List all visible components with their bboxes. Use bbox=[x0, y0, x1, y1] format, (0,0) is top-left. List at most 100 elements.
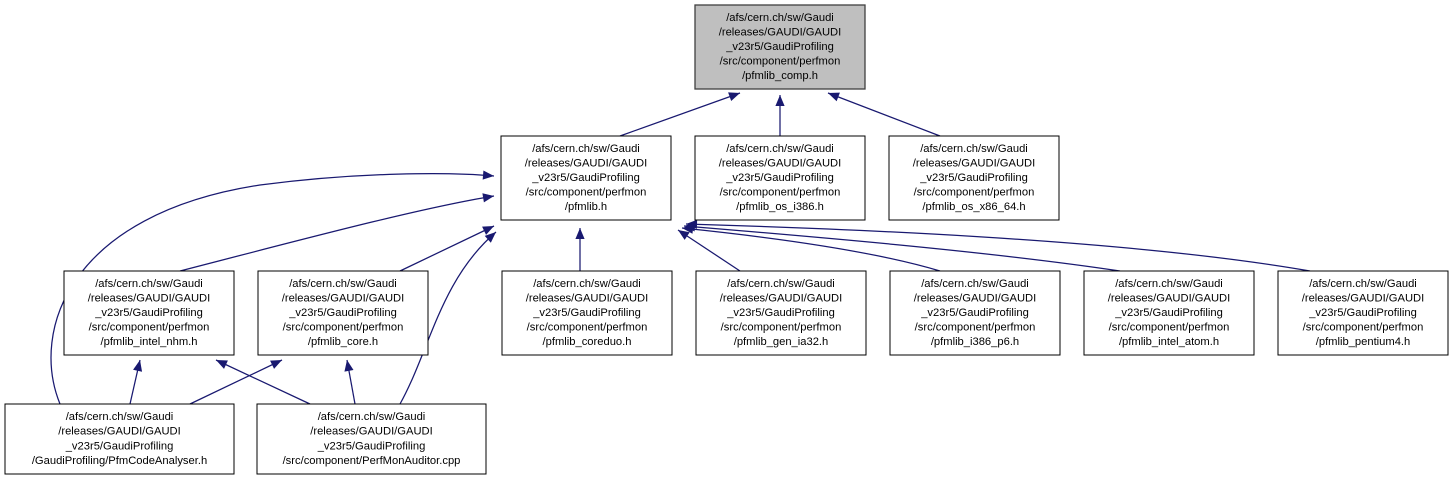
node-label-line: /releases/GAUDI/GAUDI bbox=[88, 292, 210, 304]
node-box[interactable] bbox=[694, 4, 866, 90]
node-label-line: /src/component/perfmon bbox=[526, 187, 647, 199]
edge-arrowhead bbox=[216, 360, 228, 369]
dependency-edge bbox=[575, 228, 585, 271]
node-label-line: /afs/cern.ch/sw/Gaudi bbox=[289, 278, 397, 290]
node-label-line: /releases/GAUDI/GAUDI bbox=[282, 292, 404, 304]
node-label-line: /src/component/perfmon bbox=[89, 322, 210, 334]
node-label-line: /releases/GAUDI/GAUDI bbox=[1302, 292, 1424, 304]
node-label-line: _v23r5/GaudiProfiling bbox=[725, 41, 834, 53]
edge-line bbox=[399, 231, 497, 405]
edge-line bbox=[215, 359, 311, 405]
edge-line bbox=[399, 225, 495, 272]
node-label-line: /afs/cern.ch/sw/Gaudi bbox=[66, 411, 174, 423]
graph-node-pfmlib_intel_nhm[interactable]: /afs/cern.ch/sw/Gaudi/releases/GAUDI/GAU… bbox=[63, 270, 235, 356]
node-box[interactable] bbox=[888, 135, 1060, 221]
node-label-line: /pfmlib_os_i386.h bbox=[736, 201, 824, 213]
node-label-line: /pfmlib_core.h bbox=[308, 336, 378, 348]
edge-arrowhead bbox=[678, 230, 690, 240]
graph-node-pfmlib_intel_atom[interactable]: /afs/cern.ch/sw/Gaudi/releases/GAUDI/GAU… bbox=[1083, 270, 1255, 356]
dependency-edge bbox=[179, 193, 495, 272]
edge-line bbox=[619, 92, 741, 137]
node-label-line: /src/component/perfmon bbox=[1303, 322, 1424, 334]
node-label-line: _v23r5/GaudiProfiling bbox=[531, 172, 640, 184]
node-box[interactable] bbox=[695, 270, 867, 356]
node-label-line: /releases/GAUDI/GAUDI bbox=[719, 157, 841, 169]
graph-node-PfmCodeAnalyser[interactable]: /afs/cern.ch/sw/Gaudi/releases/GAUDI/GAU… bbox=[4, 403, 235, 475]
node-label-line: /pfmlib_os_x86_64.h bbox=[922, 201, 1025, 213]
node-label-line: /src/component/PerfMonAuditor.cpp bbox=[283, 455, 461, 467]
node-label-line: /pfmlib_i386_p6.h bbox=[931, 336, 1019, 348]
edge-line bbox=[681, 227, 941, 272]
edge-arrowhead bbox=[484, 232, 496, 243]
graph-node-pfmlib_gen_ia32[interactable]: /afs/cern.ch/sw/Gaudi/releases/GAUDI/GAU… bbox=[695, 270, 867, 356]
node-label-line: _v23r5/GaudiProfiling bbox=[1308, 307, 1417, 319]
dependency-edge bbox=[399, 225, 495, 272]
edge-arrowhead bbox=[828, 92, 840, 102]
node-box[interactable] bbox=[889, 270, 1061, 356]
node-box[interactable] bbox=[257, 270, 429, 356]
node-label-line: /GaudiProfiling/PfmCodeAnalyser.h bbox=[32, 455, 207, 467]
edge-line bbox=[179, 195, 495, 272]
node-label-line: _v23r5/GaudiProfiling bbox=[532, 307, 641, 319]
dependency-edge bbox=[399, 231, 497, 405]
node-label-line: /releases/GAUDI/GAUDI bbox=[720, 292, 842, 304]
dependency-edge bbox=[685, 219, 1311, 272]
edge-arrowhead bbox=[686, 219, 698, 229]
edge-arrowhead bbox=[133, 360, 143, 372]
node-label-line: /afs/cern.ch/sw/Gaudi bbox=[1309, 278, 1417, 290]
node-box[interactable] bbox=[500, 135, 672, 221]
edge-line bbox=[677, 229, 741, 272]
node-label-line: /pfmlib_coreduo.h bbox=[543, 336, 632, 348]
graph-node-pfmlib[interactable]: /afs/cern.ch/sw/Gaudi/releases/GAUDI/GAU… bbox=[500, 135, 672, 221]
node-label-line: /afs/cern.ch/sw/Gaudi bbox=[921, 278, 1029, 290]
edge-line bbox=[683, 225, 1121, 272]
edge-layer bbox=[50, 92, 1311, 405]
graph-node-pfmlib_core[interactable]: /afs/cern.ch/sw/Gaudi/releases/GAUDI/GAU… bbox=[257, 270, 429, 356]
node-box[interactable] bbox=[1083, 270, 1255, 356]
graph-node-pfmlib_os_i386[interactable]: /afs/cern.ch/sw/Gaudi/releases/GAUDI/GAU… bbox=[694, 135, 866, 221]
node-label-line: /pfmlib_comp.h bbox=[742, 70, 818, 82]
node-label-line: _v23r5/GaudiProfiling bbox=[288, 307, 397, 319]
node-label-line: /releases/GAUDI/GAUDI bbox=[914, 292, 1036, 304]
node-label-line: /releases/GAUDI/GAUDI bbox=[913, 157, 1035, 169]
graph-node-PerfMonAuditor[interactable]: /afs/cern.ch/sw/Gaudi/releases/GAUDI/GAU… bbox=[256, 403, 487, 475]
node-label-line: _v23r5/GaudiProfiling bbox=[919, 172, 1028, 184]
node-layer: /afs/cern.ch/sw/Gaudi/releases/GAUDI/GAU… bbox=[4, 4, 1449, 475]
node-label-line: /src/component/perfmon bbox=[283, 322, 404, 334]
node-label-line: /pfmlib.h bbox=[565, 201, 607, 213]
edge-arrowhead bbox=[270, 360, 282, 369]
graph-node-pfmlib_coreduo[interactable]: /afs/cern.ch/sw/Gaudi/releases/GAUDI/GAU… bbox=[501, 270, 673, 356]
node-label-line: /releases/GAUDI/GAUDI bbox=[58, 426, 180, 438]
dependency-edge bbox=[677, 229, 741, 272]
dependency-edge bbox=[129, 359, 143, 405]
node-label-line: /pfmlib_gen_ia32.h bbox=[734, 336, 829, 348]
node-box[interactable] bbox=[63, 270, 235, 356]
node-label-line: /src/component/perfmon bbox=[721, 322, 842, 334]
node-box[interactable] bbox=[1277, 270, 1449, 356]
node-label-line: _v23r5/GaudiProfiling bbox=[1114, 307, 1223, 319]
graph-node-pfmlib_comp[interactable]: /afs/cern.ch/sw/Gaudi/releases/GAUDI/GAU… bbox=[694, 4, 866, 90]
edge-arrowhead bbox=[482, 193, 494, 203]
graph-node-pfmlib_i386_p6[interactable]: /afs/cern.ch/sw/Gaudi/releases/GAUDI/GAU… bbox=[889, 270, 1061, 356]
node-label-line: /src/component/perfmon bbox=[914, 187, 1035, 199]
graph-node-pfmlib_pentium4[interactable]: /afs/cern.ch/sw/Gaudi/releases/GAUDI/GAU… bbox=[1277, 270, 1449, 356]
node-label-line: _v23r5/GaudiProfiling bbox=[65, 440, 174, 452]
graph-node-pfmlib_os_x86_64[interactable]: /afs/cern.ch/sw/Gaudi/releases/GAUDI/GAU… bbox=[888, 135, 1060, 221]
dependency-edge bbox=[619, 92, 741, 137]
node-label-line: _v23r5/GaudiProfiling bbox=[317, 440, 426, 452]
node-box[interactable] bbox=[256, 403, 487, 475]
node-box[interactable] bbox=[694, 135, 866, 221]
edge-arrowhead bbox=[482, 226, 494, 235]
edge-arrowhead bbox=[344, 360, 354, 372]
dependency-edge bbox=[827, 92, 941, 137]
edge-arrowhead bbox=[728, 92, 740, 102]
node-label-line: /afs/cern.ch/sw/Gaudi bbox=[532, 143, 640, 155]
node-label-line: /src/component/perfmon bbox=[527, 322, 648, 334]
edge-arrowhead bbox=[482, 170, 494, 180]
node-box[interactable] bbox=[501, 270, 673, 356]
node-box[interactable] bbox=[4, 403, 235, 475]
node-label-line: /afs/cern.ch/sw/Gaudi bbox=[1115, 278, 1223, 290]
node-label-line: /src/component/perfmon bbox=[1109, 322, 1230, 334]
